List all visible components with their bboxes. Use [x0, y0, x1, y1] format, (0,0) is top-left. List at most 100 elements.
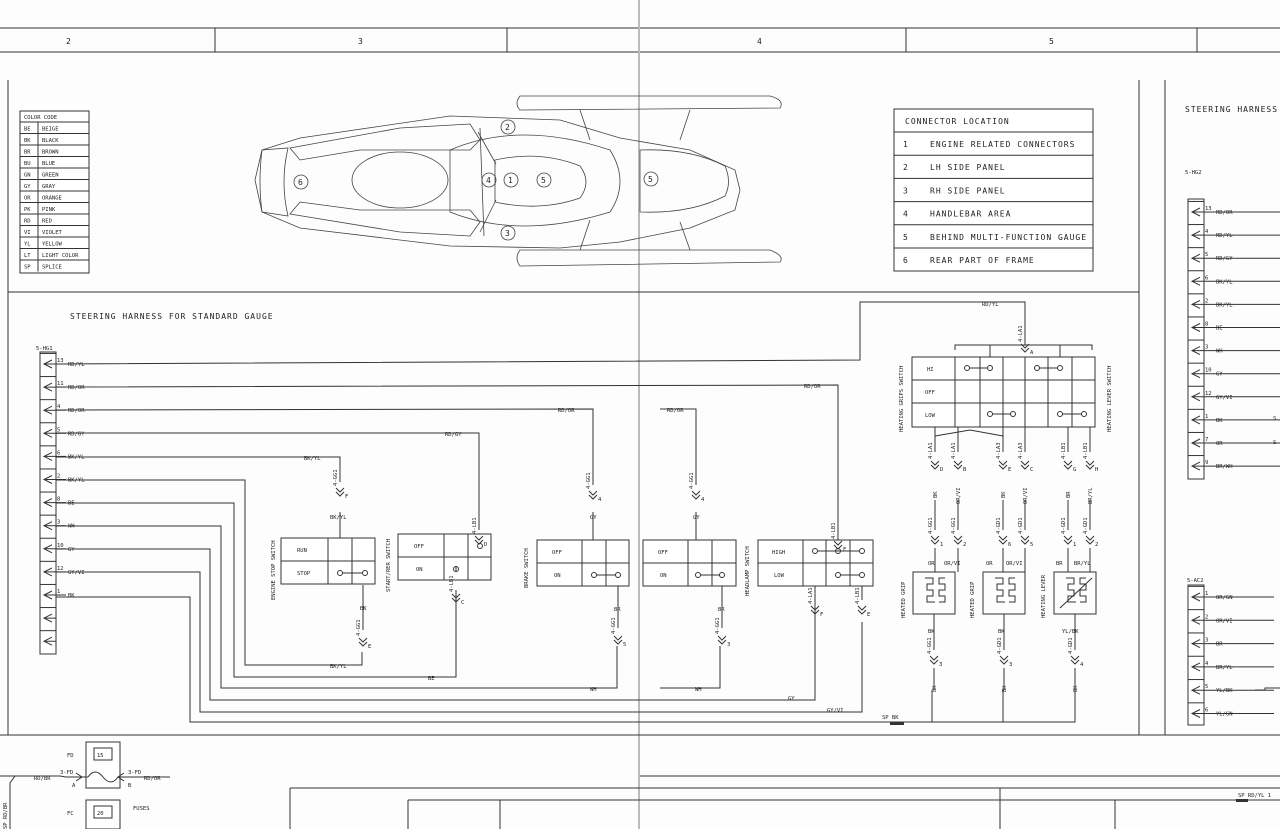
wire-label: BK: [928, 629, 935, 635]
connector-pin: 4: [701, 497, 705, 503]
pin-wire: WH: [68, 524, 75, 530]
pin-number: 12: [57, 566, 64, 572]
connector-label: 4-GD1: [997, 637, 1003, 654]
connector-label: 4-LA3: [996, 442, 1002, 459]
connector-label: 4-LB1: [1083, 442, 1089, 459]
connector-callout: 4-GG1 4: [689, 472, 705, 503]
pin-wire: RD/YL: [68, 362, 85, 368]
connector-pin: 3: [1009, 662, 1012, 668]
state-label: LOW: [925, 413, 936, 419]
zone-label: 5: [1049, 37, 1055, 46]
connector-label: 4-GG1: [333, 469, 339, 486]
pin-number: 10: [1205, 368, 1212, 374]
wire-label: RD/YL: [982, 302, 999, 308]
pin-number: 3: [57, 520, 60, 526]
wire-label: BK/YL: [330, 515, 347, 521]
connector-5-hg2: 5-HG2 13RD/OR4RD/YL5RD/GY6BK/YL2BK/YL8BE…: [1185, 170, 1280, 480]
connector-id: 5-HG1: [36, 346, 53, 352]
connector-pin: 4: [1080, 662, 1084, 668]
connector-label: 4-GG1: [927, 637, 933, 654]
switch-title: START/RER SWITCH: [386, 539, 392, 592]
pin-number: 7: [1205, 437, 1208, 443]
wire-label: BR: [614, 607, 621, 613]
connector-label: 4-GG1: [689, 472, 695, 489]
connector-pin: E: [867, 612, 870, 618]
connector-label: 4-GG1: [928, 517, 934, 534]
wire-label: YL/BK: [1062, 629, 1079, 635]
wire-label: RD/OR: [558, 408, 575, 414]
connector-label: 4-LB1: [472, 517, 478, 534]
brake-switch-page2: OFF ON: [642, 539, 737, 587]
color-code-abbr: BU: [24, 161, 31, 167]
connector-pin: H: [1095, 467, 1098, 473]
connector-pin: B: [963, 467, 967, 473]
wire-label: RD/OR: [667, 408, 684, 414]
pin-wire: RD/GY: [68, 431, 85, 437]
color-code-abbr: BK: [24, 138, 31, 144]
connector-label: 4-GG1: [951, 517, 957, 534]
connector-pin: 1: [1073, 542, 1076, 548]
connector-pin: 2: [1095, 542, 1098, 548]
pin-wire: BE: [1216, 326, 1223, 332]
state-label: ON: [660, 573, 667, 579]
load-title: HEATED GRIP: [901, 581, 907, 618]
marker-1: 1: [508, 176, 514, 185]
pin-number: 1: [1205, 414, 1208, 420]
state-label: OFF: [925, 390, 935, 396]
wire-label: BR/YL: [1088, 487, 1094, 504]
pin-wire: BR/YL: [1216, 665, 1233, 671]
fuse-label: FC: [67, 811, 74, 817]
zone-label: 3: [358, 37, 364, 46]
marker-5: 5: [541, 176, 547, 185]
wire-label: BR: [718, 607, 725, 613]
pin-wire: BE: [68, 501, 75, 507]
state-label: ON: [416, 567, 423, 573]
connector-pin: 3: [939, 662, 942, 668]
wiring-main: [55, 301, 1076, 723]
right-harness-title: STEERING HARNESS: [1185, 105, 1278, 114]
fuse-value: 15: [97, 753, 104, 759]
pin-wire: OR: [1216, 441, 1223, 447]
pin-number: 5: [57, 427, 60, 433]
switch-title: BRAKE SWITCH: [524, 548, 530, 588]
marker-3: 3: [505, 229, 511, 238]
connector-callout: 4-GD1 3: [997, 637, 1012, 668]
color-code-name: LIGHT COLOR: [42, 253, 79, 259]
connector-pin: 6: [1008, 542, 1011, 548]
fuse-block: 15 20 FD FC FUSES 3-FD 3-FD A B RD/BR RD…: [0, 722, 1271, 829]
wire-label: BK: [998, 629, 1005, 635]
wire-label: BK: [1001, 491, 1007, 498]
connector-label: 4-LA1: [928, 442, 934, 459]
state-label: HI: [927, 367, 934, 373]
pin-wire: GY/VI: [68, 570, 85, 576]
connector-pin: A: [1030, 350, 1034, 356]
connector-pin: C: [461, 600, 464, 606]
color-code-name: SPLICE: [42, 265, 62, 271]
state-label: OFF: [414, 544, 424, 550]
connector-label: 4-GD1: [1068, 637, 1074, 654]
pin-number: 12: [1205, 391, 1212, 397]
pin-wire: YL/BK: [1216, 688, 1233, 694]
headlamp-switch: HIGH LOW HEADLAMP SWITCH: [745, 539, 874, 596]
color-code-name: BEIGE: [42, 127, 59, 133]
pin-number: 2: [1205, 298, 1208, 304]
connector-pin: F: [345, 494, 348, 500]
wire-label: OR: [928, 561, 935, 567]
connector-pin: F: [820, 612, 823, 618]
connector-location-title: CONNECTOR LOCATION: [905, 117, 1010, 126]
color-code-name: BLUE: [42, 161, 55, 167]
state-label: HIGH: [772, 550, 785, 556]
